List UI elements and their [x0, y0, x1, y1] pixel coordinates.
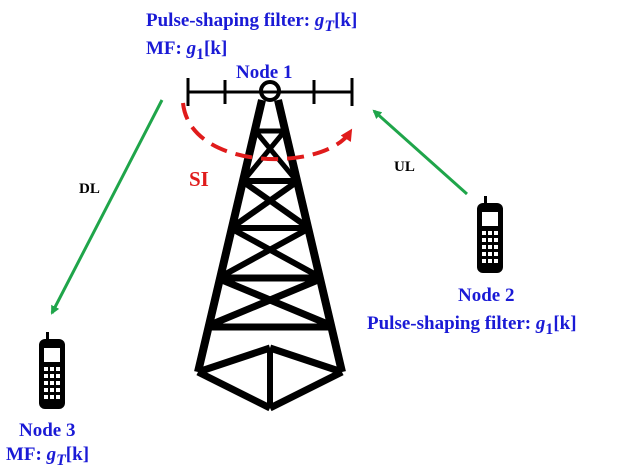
- node1-title: Node 1: [236, 62, 293, 83]
- node3-mf-prefix: MF:: [6, 444, 47, 465]
- node3-mf-subscript: T: [56, 451, 66, 469]
- node1-mf-arg: [k]: [204, 38, 228, 59]
- node1-pulse-shaping-filter: Pulse-shaping filter: gT[k]: [146, 11, 357, 35]
- node3-mf-symbol: g: [46, 444, 57, 465]
- mobile-phone-icon: [477, 196, 503, 273]
- mobile-phone-icon: [39, 332, 65, 409]
- node3-mf-arg: [k]: [65, 444, 90, 465]
- uplink-label: UL: [394, 159, 415, 175]
- node1-mf-prefix: MF:: [146, 38, 187, 59]
- node2-pulse-symbol: g: [535, 313, 546, 334]
- node2-title: Node 2: [458, 285, 515, 306]
- uplink-arrow: [372, 109, 468, 196]
- node1-pulse-subscript: T: [324, 17, 335, 35]
- node1-mf-symbol: g: [186, 38, 197, 59]
- node2-pulse-shaping-filter: Pulse-shaping filter: g1[k]: [367, 314, 577, 338]
- node1-mf-subscript: 1: [196, 45, 205, 63]
- self-interference-label: SI: [189, 167, 209, 191]
- node3-matched-filter: MF: gT[k]: [6, 445, 89, 469]
- node2-pulse-prefix: Pulse-shaping filter:: [367, 313, 536, 334]
- node1-pulse-arg: [k]: [334, 10, 358, 31]
- node2-pulse-subscript: 1: [545, 320, 554, 338]
- node1-pulse-prefix: Pulse-shaping filter:: [146, 10, 315, 31]
- downlink-arrow: [50, 99, 164, 315]
- node1-matched-filter: MF: g1[k]: [146, 39, 227, 63]
- node3-title: Node 3: [19, 420, 76, 441]
- downlink-label: DL: [79, 181, 100, 197]
- cell-tower-icon: [186, 78, 354, 412]
- node2-pulse-arg: [k]: [553, 313, 577, 334]
- node1-pulse-symbol: g: [314, 10, 325, 31]
